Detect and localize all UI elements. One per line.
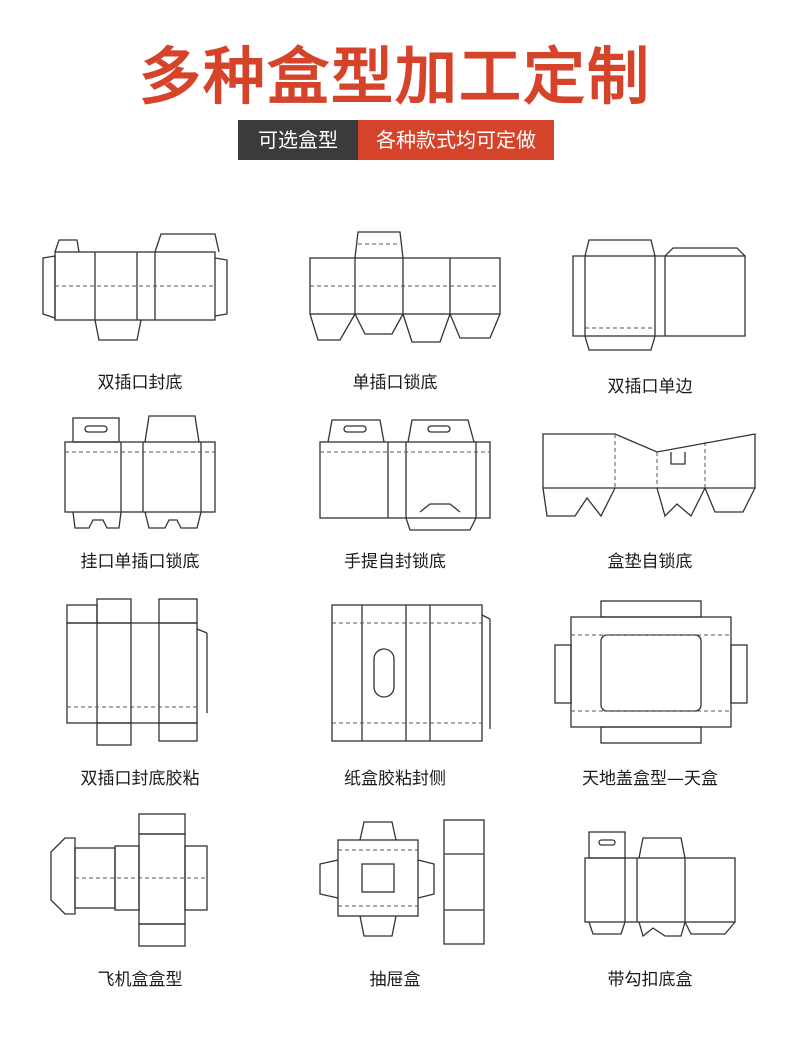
double-tuck-glued-bottom-diagram xyxy=(15,595,265,750)
drawer-box-diagram xyxy=(270,810,520,955)
tag-optional-box-types: 可选盒型 xyxy=(238,120,358,160)
handle-self-seal-lock-bottom-diagram xyxy=(270,412,520,537)
box-label: 双插口封底 xyxy=(97,373,183,393)
lid-base-box-lid-diagram xyxy=(525,595,775,750)
mailer-box-diagram xyxy=(15,810,265,955)
box-label: 双插口单边 xyxy=(607,377,693,397)
box-label: 单插口锁底 xyxy=(352,373,438,393)
box-label: 飞机盒盒型 xyxy=(97,970,183,990)
page-title: 多种盒型加工定制 xyxy=(138,40,651,113)
box-pad-self-lock-bottom-diagram xyxy=(525,412,775,537)
glued-side-seal-box-diagram xyxy=(270,595,520,750)
tag-bar: 可选盒型 各种款式均可定做 xyxy=(238,120,554,160)
box-label: 双插口封底胶粘 xyxy=(80,769,200,789)
single-tuck-lock-bottom-diagram xyxy=(270,228,520,353)
box-label: 带勾扣底盒 xyxy=(607,970,693,990)
box-label: 天地盖盒型—天盒 xyxy=(582,769,718,789)
box-label: 手提自封锁底 xyxy=(344,552,446,572)
hanger-single-tuck-lock-bottom-diagram xyxy=(15,412,265,537)
box-label: 纸盒胶粘封侧 xyxy=(344,769,446,789)
tag-custom-styles: 各种款式均可定做 xyxy=(358,120,554,160)
double-tuck-bottom-diagram xyxy=(15,228,265,353)
box-label: 盒垫自锁底 xyxy=(607,552,693,572)
box-label: 抽屉盒 xyxy=(369,970,421,990)
box-label: 挂口单插口锁底 xyxy=(80,552,200,572)
double-tuck-single-side-diagram xyxy=(525,228,775,353)
hook-buckle-bottom-box-diagram xyxy=(525,810,775,955)
